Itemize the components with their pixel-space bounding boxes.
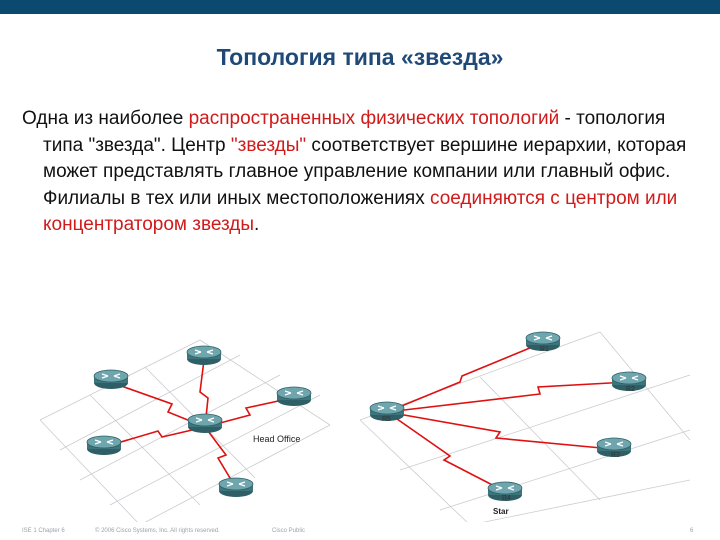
router-label: R1 (540, 346, 549, 353)
highlight-segment: соединяются с центром или концентратором… (43, 187, 678, 236)
router-icon (187, 413, 223, 434)
left-grid (39, 339, 331, 526)
footer-course: ISE 1 Chapter 6 (22, 528, 65, 534)
footer: ISE 1 Chapter 6 © 2006 Cisco Systems, In… (0, 522, 720, 540)
router-icon (218, 477, 254, 498)
slide-title: Топология типа «звезда» (216, 44, 504, 70)
footer-copyright: © 2006 Cisco Systems, Inc. All rights re… (95, 528, 220, 534)
router-label: R4 (502, 495, 511, 502)
text-segment: Одна из наиболее (22, 108, 189, 129)
router-label: R3 (611, 452, 620, 459)
router-icon (93, 369, 129, 390)
header-bar (0, 0, 720, 14)
left-links (103, 359, 293, 489)
router-icon (186, 345, 222, 366)
footer-page-number: 6 (690, 528, 694, 534)
head-office-label: Head Office (253, 434, 300, 444)
highlight-segment: "звезды" (230, 134, 307, 156)
router-label: R2 (626, 386, 635, 393)
right-links (386, 342, 629, 493)
router-label: R5 (382, 416, 391, 423)
router-icon (86, 435, 122, 456)
text-segment: . (254, 214, 260, 235)
star-topology-diagrams: Head Office R1 R2 R5 R3 R4 Star (39, 331, 691, 526)
text-segment: соответствует вершине иерархии, которая … (43, 134, 687, 209)
star-caption: Star (493, 507, 509, 516)
text-segment: - топология типа "звезда". Центр (43, 108, 666, 156)
footer-classification: Cisco Public (272, 528, 306, 534)
body-paragraph: Одна из наиболее распространенных физиче… (22, 106, 702, 239)
paragraph-text: Одна из наиболее распространенных физиче… (22, 106, 702, 239)
highlight-segment: распространенных физических топологий (188, 108, 560, 129)
router-icon (276, 386, 312, 407)
